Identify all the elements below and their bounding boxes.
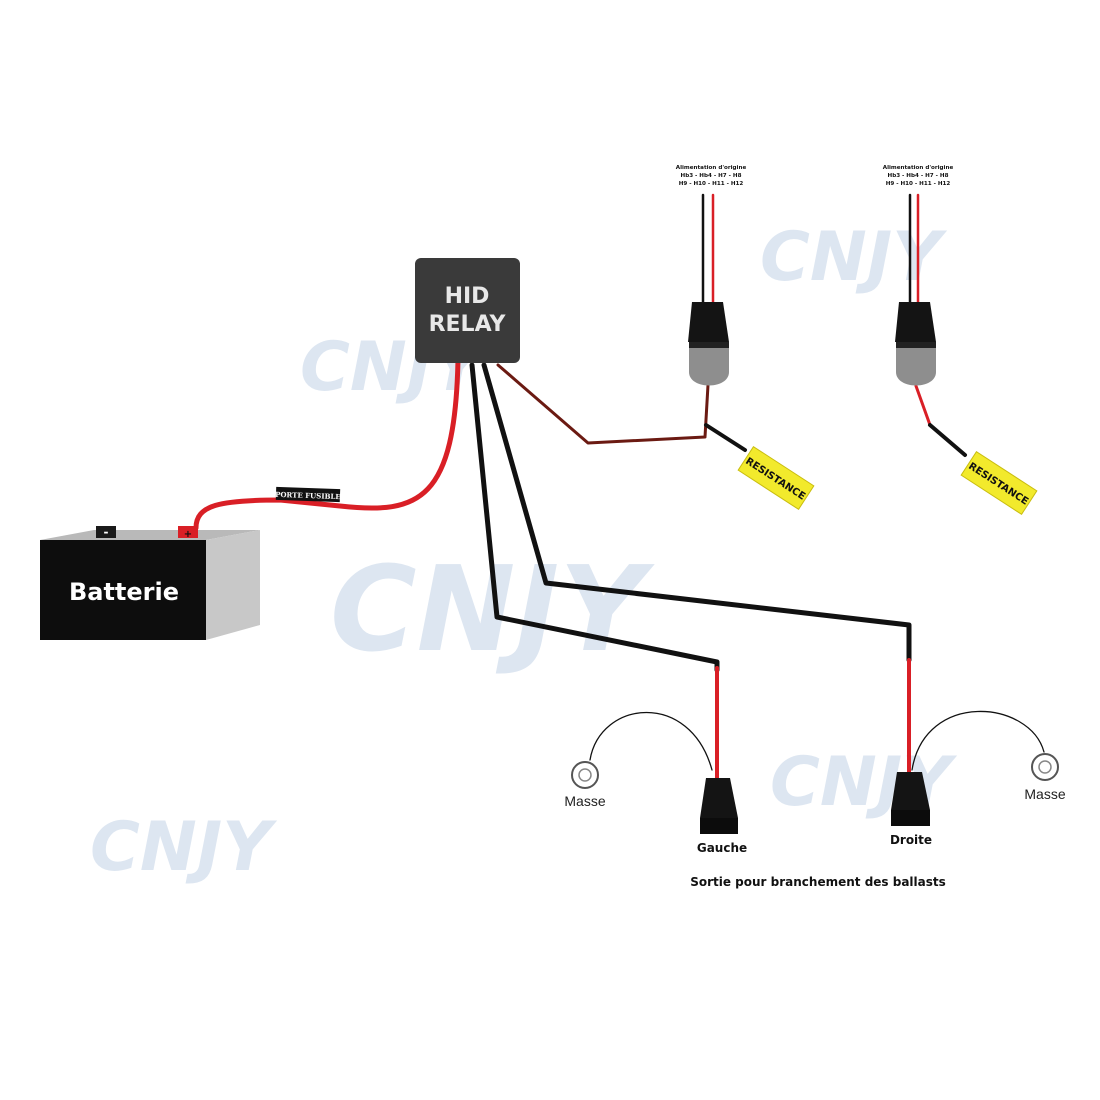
socket-left-connector [688, 302, 729, 342]
socket-left: Alimentation d'origine Hb3 - Hb4 - H7 - … [676, 165, 815, 511]
socket-right-label-line2: Hb3 - Hb4 - H7 - H8 [888, 173, 949, 179]
watermark-bottom-left: CNJY [90, 808, 278, 887]
ground-right-label: Masse [1024, 786, 1065, 802]
resistance-left-body [737, 445, 815, 511]
watermark-top-right: CNJY [760, 218, 948, 297]
battery-side [206, 530, 260, 640]
diagram-caption: Sortie pour branchement des ballasts [690, 875, 946, 889]
socket-left-label-line2: Hb3 - Hb4 - H7 - H8 [681, 173, 742, 179]
ground-right: Masse [1024, 753, 1066, 802]
fuse-label: PORTE FUSIBLE [275, 490, 341, 501]
socket-right-label-line3: H9 - H10 - H11 - H12 [886, 181, 951, 187]
output-right-base [891, 810, 930, 826]
resistance-wire-left [704, 423, 747, 452]
resistance-right-body [960, 450, 1038, 516]
resistance-wire-right [928, 423, 967, 457]
output-right: Droite [890, 772, 932, 847]
battery-plus-sign: + [184, 529, 192, 540]
wires [193, 193, 1045, 780]
output-right-label: Droite [890, 833, 932, 847]
output-left-connector [700, 778, 738, 818]
output-left-base [700, 818, 738, 834]
hid-relay: HID RELAY [415, 258, 520, 363]
output-left-label: Gauche [697, 841, 747, 855]
battery-minus-terminal [96, 526, 116, 538]
battery-label: Batterie [69, 578, 179, 606]
resistance-wire-right-red [914, 384, 932, 427]
ground-wire-right [911, 710, 1045, 771]
ground-left: Masse [564, 761, 606, 809]
fuse-body [275, 486, 341, 503]
socket-left-label-line1: Alimentation d'origine [676, 165, 747, 171]
relay-label-line1: HID [445, 284, 490, 309]
trigger-wire-brown [496, 363, 710, 445]
output-wire-right-black [481, 362, 912, 663]
relay-label-line2: RELAY [429, 312, 507, 337]
battery: - + Batterie [40, 525, 260, 640]
relay-box [415, 258, 520, 363]
socket-left-bulb [689, 348, 729, 386]
ground-right-hole [1038, 760, 1052, 774]
battery-front [40, 540, 206, 640]
socket-right-bulb [896, 348, 936, 386]
ground-left-label: Masse [564, 793, 605, 809]
ground-wire-left [589, 711, 713, 771]
battery-plus-terminal [178, 526, 198, 538]
output-right-connector [891, 772, 930, 810]
battery-minus-sign: - [104, 525, 109, 539]
ground-left-hole [578, 768, 592, 782]
resistance-left: RESISTANCE [737, 445, 815, 511]
socket-right-label-line1: Alimentation d'origine [883, 165, 954, 171]
output-left: Gauche [697, 778, 747, 855]
fuse-holder: PORTE FUSIBLE [275, 486, 341, 503]
socket-right-connector [895, 302, 936, 342]
socket-left-collar [689, 342, 729, 348]
resistance-right: RESISTANCE [960, 450, 1038, 516]
battery-top [40, 530, 260, 540]
power-wire-red [193, 357, 461, 531]
socket-right-collar [896, 342, 936, 348]
socket-left-label-line3: H9 - H10 - H11 - H12 [679, 181, 744, 187]
